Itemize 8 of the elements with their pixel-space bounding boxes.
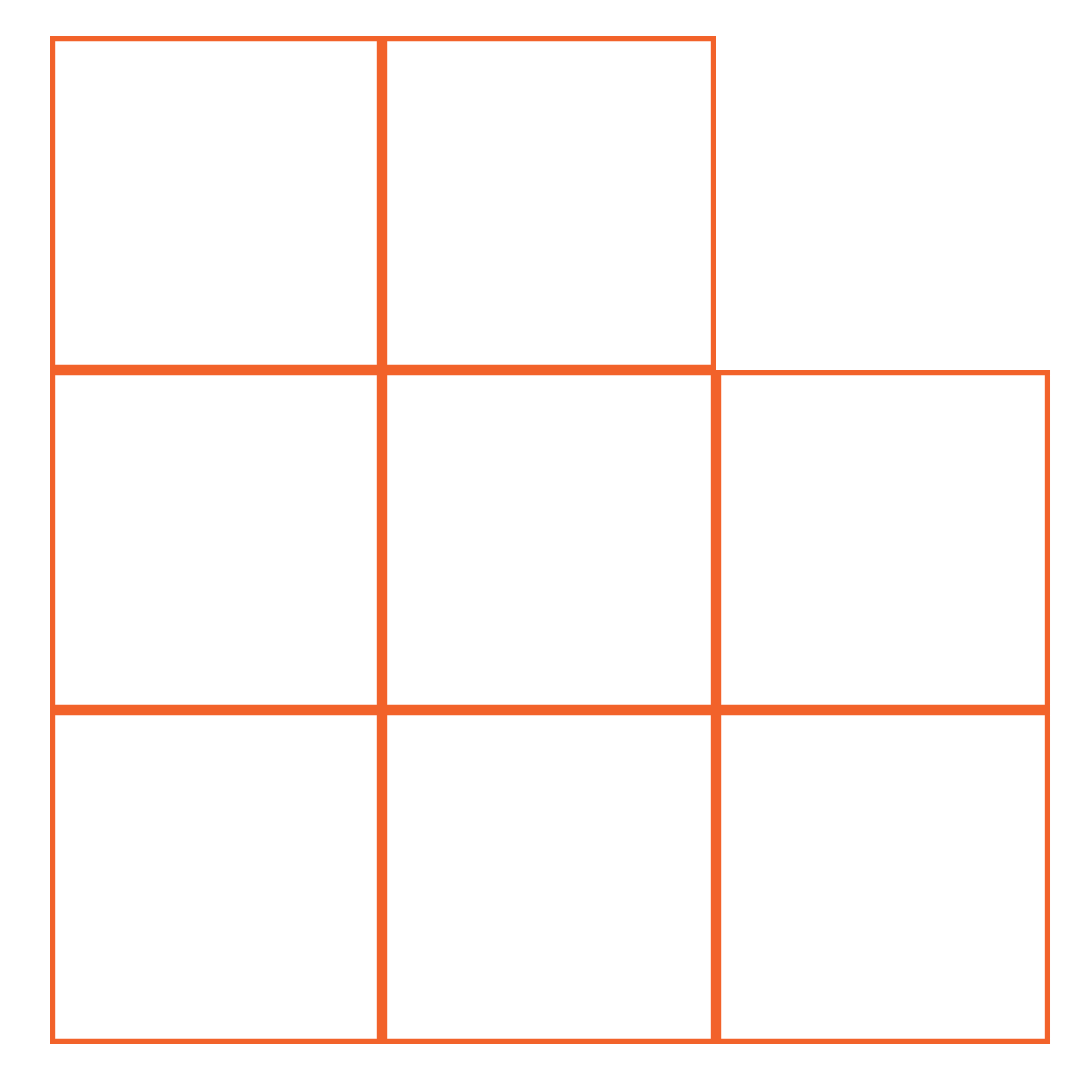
- grid-square: [50, 710, 382, 1044]
- grid-square: [382, 710, 716, 1044]
- grid-square: [382, 370, 716, 710]
- grid-square: [50, 36, 382, 370]
- grid-square: [716, 370, 1050, 710]
- grid-square: [382, 36, 716, 370]
- grid-square: [716, 710, 1050, 1044]
- grid-square: [50, 370, 382, 710]
